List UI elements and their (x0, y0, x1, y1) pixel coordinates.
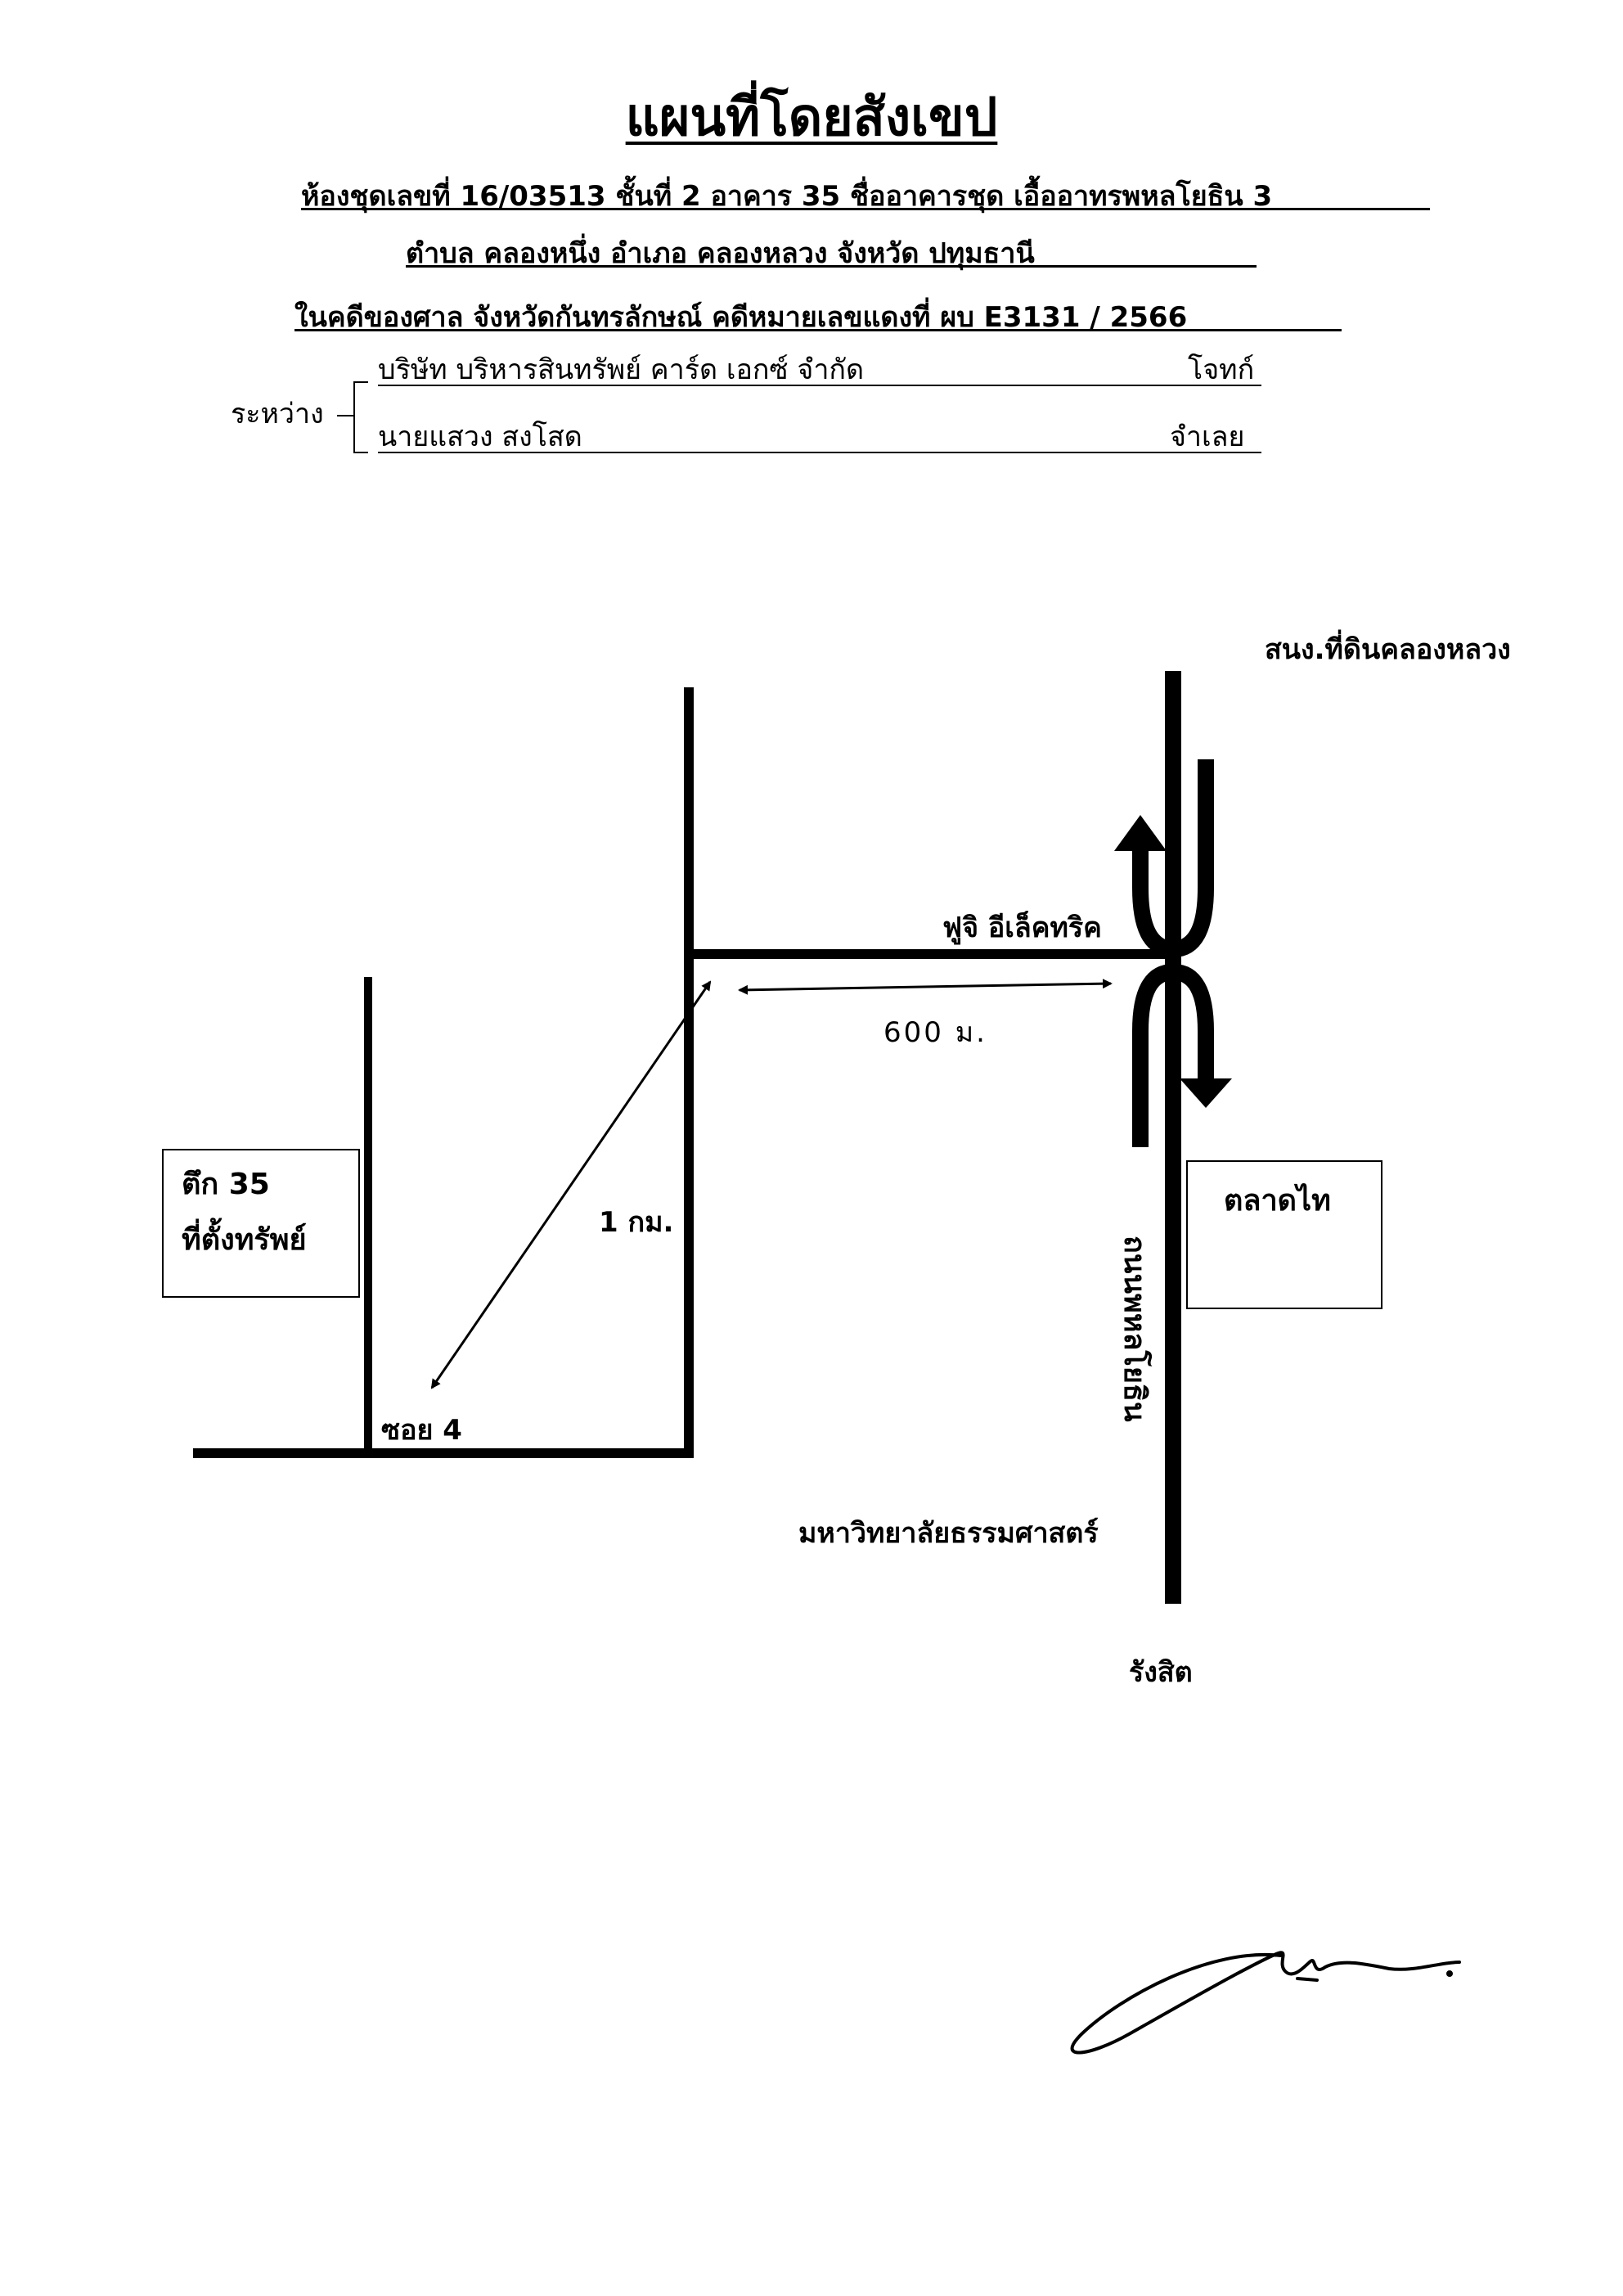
market-box: ตลาดไท (1186, 1160, 1382, 1309)
dist-1km-arrow (430, 980, 712, 1389)
underline (294, 329, 1342, 331)
university-label: มหาวิทยาลัยธรรมศาสตร์ (798, 1517, 1099, 1550)
building-label: ตึก 35 (182, 1168, 270, 1201)
case-line: ในคดีของศาล จังหวัดกันทรลักษณ์ คดีหมายเล… (294, 301, 1188, 334)
underline (378, 385, 1261, 386)
rangsit-label: รังสิต (1129, 1656, 1193, 1689)
page-title: แผนที่โดยสังเขป (625, 88, 998, 148)
plaintiff-role: โจทก์ (1188, 353, 1255, 386)
underline (301, 208, 1430, 210)
underline (406, 265, 1257, 268)
distance-600-label: 600 ม. (883, 1016, 987, 1049)
soi-4-label: ซอย 4 (381, 1414, 462, 1447)
fuji-electric-label: ฟูจิ อีเล็คทริค (942, 912, 1102, 944)
between-label: ระหว่าง (231, 398, 324, 430)
defendant-role: จำเลย (1170, 421, 1245, 453)
bracket-tick (337, 415, 353, 416)
u-turn-upper (1114, 759, 1214, 958)
underline (378, 452, 1261, 453)
land-office-label: สนง.ที่ดินคลองหลวง (1265, 633, 1511, 666)
dist-600-arrow (738, 979, 1113, 995)
road-name-label: ถนนพหลโยธิน (1117, 1236, 1151, 1422)
defendant-name: นายแสวง สงโสด (378, 421, 582, 453)
signature (1070, 1951, 1461, 2055)
plaintiff-name: บริษัท บริหารสินทรัพย์ คาร์ด เอกซ์ จำกัด (378, 353, 865, 386)
distance-1km-label: 1 กม. (599, 1206, 674, 1239)
location-line: ตำบล คลองหนึ่ง อำเภอ คลองหลวง จังหวัด ปท… (406, 237, 1035, 270)
building-35-box: ตึก 35 ที่ตั้งทรัพย์ (162, 1149, 360, 1298)
u-turn-lower (1132, 963, 1232, 1147)
property-location-label: ที่ตั้งทรัพย์ (182, 1223, 307, 1257)
market-label: ตลาดไท (1224, 1184, 1331, 1218)
party-bracket (353, 381, 368, 453)
unit-info-line: ห้องชุดเลขที่ 16/03513 ชั้นที่ 2 อาคาร 3… (301, 180, 1273, 213)
